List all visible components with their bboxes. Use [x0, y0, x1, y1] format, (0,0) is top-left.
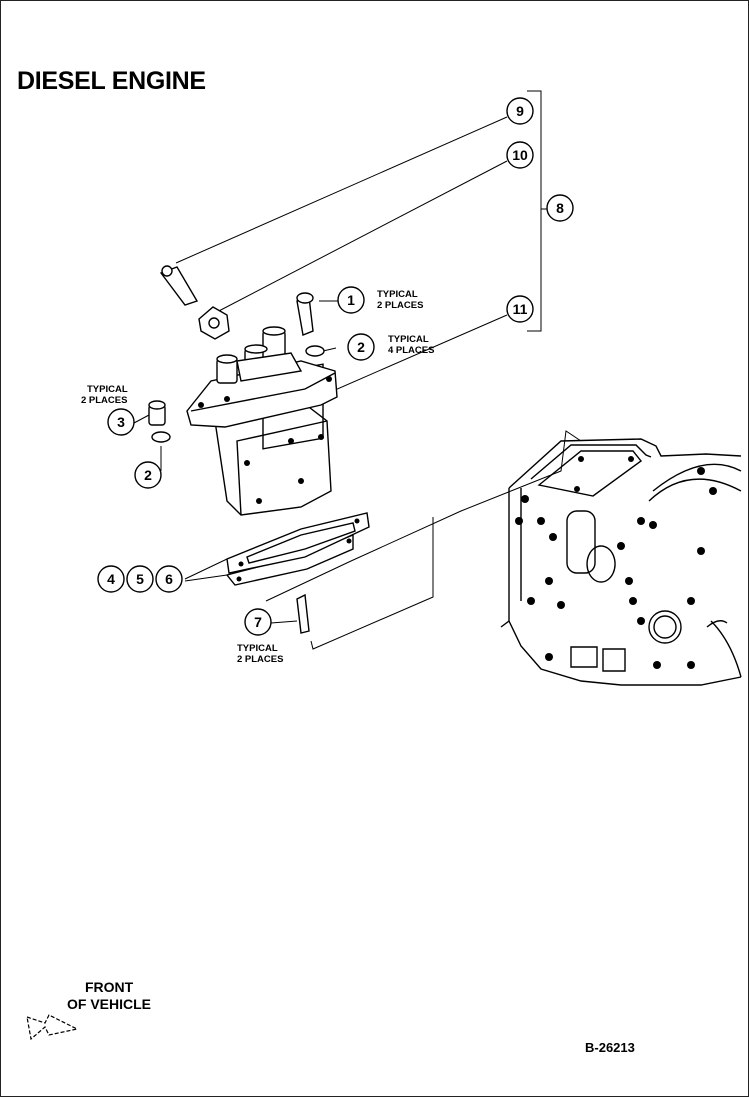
- callout-8: 8: [556, 200, 564, 216]
- note-7-line2: 2 PLACES: [237, 654, 283, 665]
- typical-notes: TYPICAL 2 PLACES TYPICAL 4 PLACES TYPICA…: [81, 289, 434, 665]
- callout-5: 5: [136, 571, 144, 587]
- callout-10-circle: [506, 141, 534, 169]
- callout-4-circle: [97, 565, 125, 593]
- page-title: DIESEL ENGINE: [17, 67, 206, 95]
- callout-9: 9: [516, 103, 524, 119]
- callout-labels: 9 10 8 1 11 2 3 2 4 5 6 7: [107, 103, 564, 630]
- callout-2b-circle: [134, 461, 162, 489]
- note-3-line2: 2 PLACES: [81, 395, 127, 406]
- front-of-vehicle-indicator: FRONT OF VEHICLE: [26, 979, 151, 1041]
- callout-9-circle: [506, 97, 534, 125]
- note-3-line1: TYPICAL: [87, 384, 128, 395]
- installation-line: [265, 430, 582, 650]
- front-label-line2: OF VEHICLE: [67, 996, 151, 1012]
- callout-7: 7: [254, 614, 262, 630]
- gaskets: [225, 512, 370, 586]
- engine-block-bolt-holes: [515, 456, 717, 669]
- callout-10: 10: [512, 147, 528, 163]
- pump-bolt-heads: [198, 376, 332, 504]
- callout-3-circle: [107, 408, 135, 436]
- callout-7-circle: [244, 608, 272, 636]
- leader-lines: [133, 90, 547, 624]
- note-1-line2: 2 PLACES: [377, 300, 423, 311]
- callout-1: 1: [347, 292, 355, 308]
- front-arrow-icon: [26, 1014, 79, 1041]
- note-2-line1: TYPICAL: [388, 334, 429, 345]
- callout-8-circle: [546, 194, 574, 222]
- callout-11: 11: [513, 301, 528, 317]
- front-label-line1: FRONT: [85, 979, 134, 995]
- callout-circles: [97, 97, 574, 636]
- callout-3: 3: [117, 414, 125, 430]
- callout-6: 6: [165, 571, 173, 587]
- callout-4: 4: [107, 571, 115, 587]
- callout-2a-circle: [347, 333, 375, 361]
- drawing-number: B-26213: [585, 1040, 635, 1055]
- injection-pump: [148, 265, 338, 634]
- callout-2a: 2: [357, 339, 365, 355]
- gasket-holes: [236, 518, 360, 582]
- note-1-line1: TYPICAL: [377, 289, 418, 300]
- callout-1-circle: [337, 286, 365, 314]
- callout-6-circle: [155, 565, 183, 593]
- engine-block: [500, 438, 742, 686]
- note-2-line2: 4 PLACES: [388, 345, 434, 356]
- callout-11-circle: [506, 295, 534, 323]
- note-7-line1: TYPICAL: [237, 643, 278, 654]
- callout-2b: 2: [144, 467, 152, 483]
- callout-5-circle: [126, 565, 154, 593]
